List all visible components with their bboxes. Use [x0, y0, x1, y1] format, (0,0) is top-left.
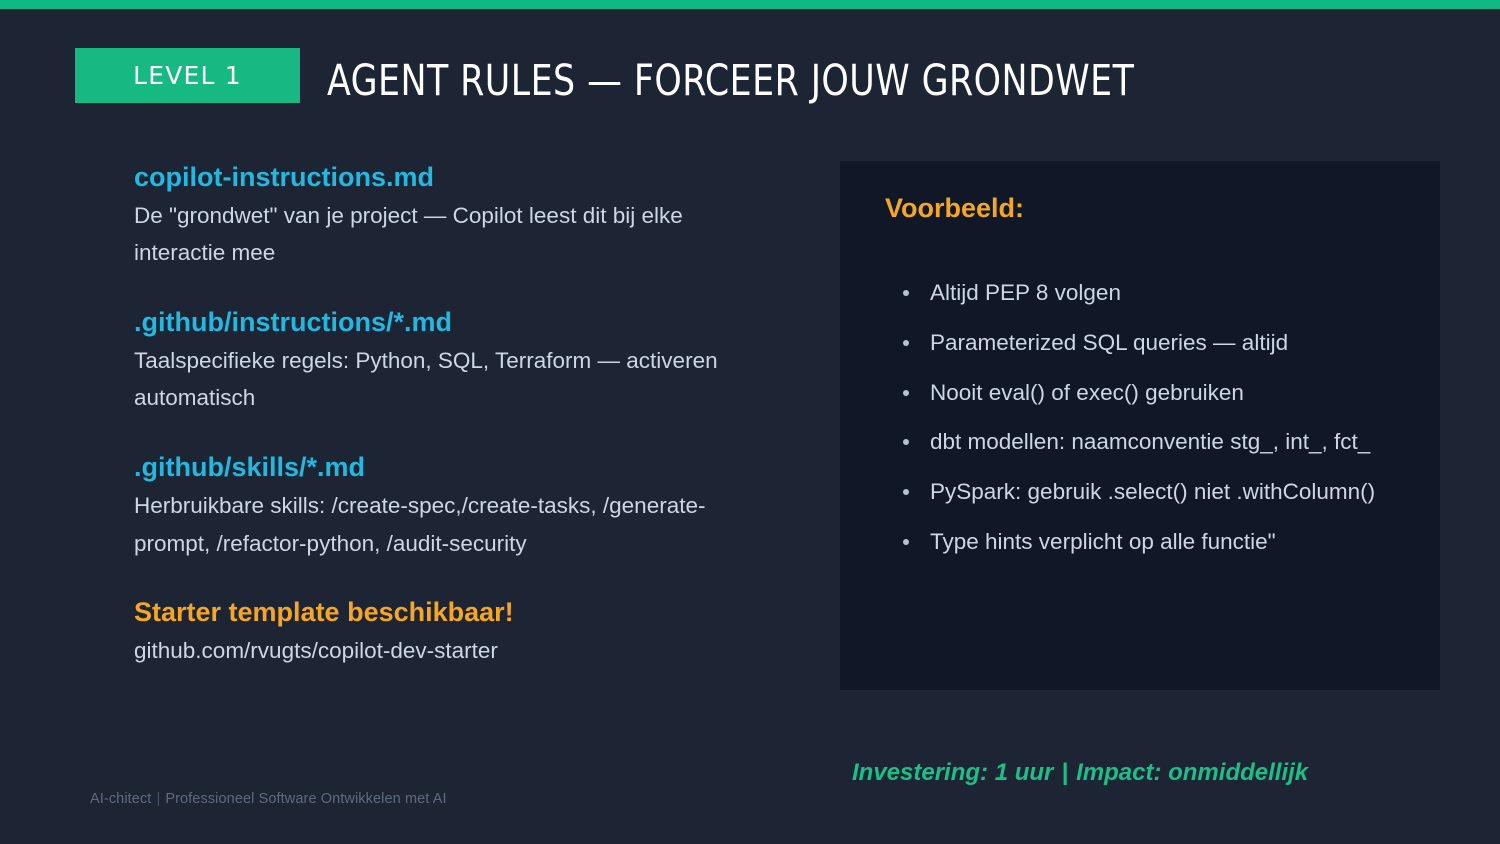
example-panel: Voorbeeld: Altijd PEP 8 volgen Parameter… [840, 161, 1440, 690]
bullet-dot-icon [903, 389, 909, 396]
list-item-label: Nooit eval() of exec() gebruiken [930, 379, 1244, 405]
footer-branding: AI-chitect|Professioneel Software Ontwik… [90, 791, 447, 807]
block-heading: copilot-instructions.md [134, 162, 434, 192]
block-heading: .github/instructions/*.md [134, 307, 452, 338]
footer-metrics: Investering: 1 uur | Impact: onmiddellijk [852, 759, 1308, 787]
bullet-dot-icon [903, 439, 909, 446]
block-body: Herbruikbare skills: /create-spec,/creat… [134, 492, 706, 556]
bullet-dot-icon [903, 339, 909, 346]
list-item: PySpark: gebruik .select() niet .withCol… [885, 478, 1405, 507]
starter-template-link[interactable]: github.com/rvugts/copilot-dev-starter [134, 637, 498, 663]
slide-header: LEVEL 1 AGENT RULES — FORCEER JOUW GROND… [0, 40, 1500, 112]
block-body: De "grondwet" van je project — Copilot l… [134, 202, 683, 266]
list-item: Nooit eval() of exec() gebruiken [885, 379, 1405, 408]
content-block-copilot-instructions: copilot-instructions.md De "grondwet" va… [134, 160, 774, 272]
page-title: AGENT RULES — FORCEER JOUW GRONDWET [327, 56, 1135, 106]
left-column: copilot-instructions.md De "grondwet" va… [134, 160, 774, 670]
footer-brand: AI-chitect [90, 791, 152, 807]
example-panel-title: Voorbeeld: [885, 193, 1025, 223]
top-accent-bar [0, 0, 1500, 9]
bullet-dot-icon [903, 290, 909, 296]
metric-investment: Investering: 1 uur [852, 759, 1054, 786]
level-badge: LEVEL 1 [75, 48, 300, 103]
example-rules-list: Altijd PEP 8 volgen Parameterized SQL qu… [885, 279, 1405, 557]
bullet-dot-icon [903, 538, 909, 545]
list-item-label: Altijd PEP 8 volgen [930, 280, 1121, 305]
metric-separator: | [1061, 759, 1069, 786]
list-item: Type hints verplicht op alle functie" [885, 528, 1405, 557]
bullet-dot-icon [903, 489, 909, 496]
content-block-starter-template: Starter template beschikbaar! github.com… [134, 595, 774, 669]
block-heading: Starter template beschikbaar! [134, 597, 514, 628]
block-heading: .github/skills/*.md [134, 452, 366, 483]
footer-tagline: Professioneel Software Ontwikkelen met A… [165, 791, 447, 807]
list-item-label: PySpark: gebruik .select() niet .withCol… [930, 479, 1376, 505]
list-item-label: dbt modellen: naamconventie stg_, int_, … [930, 429, 1371, 455]
list-item-label: Parameterized SQL queries — altijd [930, 329, 1289, 355]
level-badge-label: LEVEL 1 [133, 61, 242, 90]
content-block-github-instructions: .github/instructions/*.md Taalspecifieke… [134, 305, 774, 417]
footer-separator: | [156, 791, 161, 807]
metric-impact: Impact: onmiddellijk [1076, 759, 1309, 786]
list-item: Altijd PEP 8 volgen [885, 279, 1405, 308]
list-item: Parameterized SQL queries — altijd [885, 329, 1405, 358]
content-block-github-skills: .github/skills/*.md Herbruikbare skills:… [134, 450, 774, 562]
list-item-label: Type hints verplicht op alle functie" [930, 528, 1276, 554]
block-body: Taalspecifieke regels: Python, SQL, Terr… [134, 347, 718, 411]
list-item: dbt modellen: naamconventie stg_, int_, … [885, 428, 1405, 457]
